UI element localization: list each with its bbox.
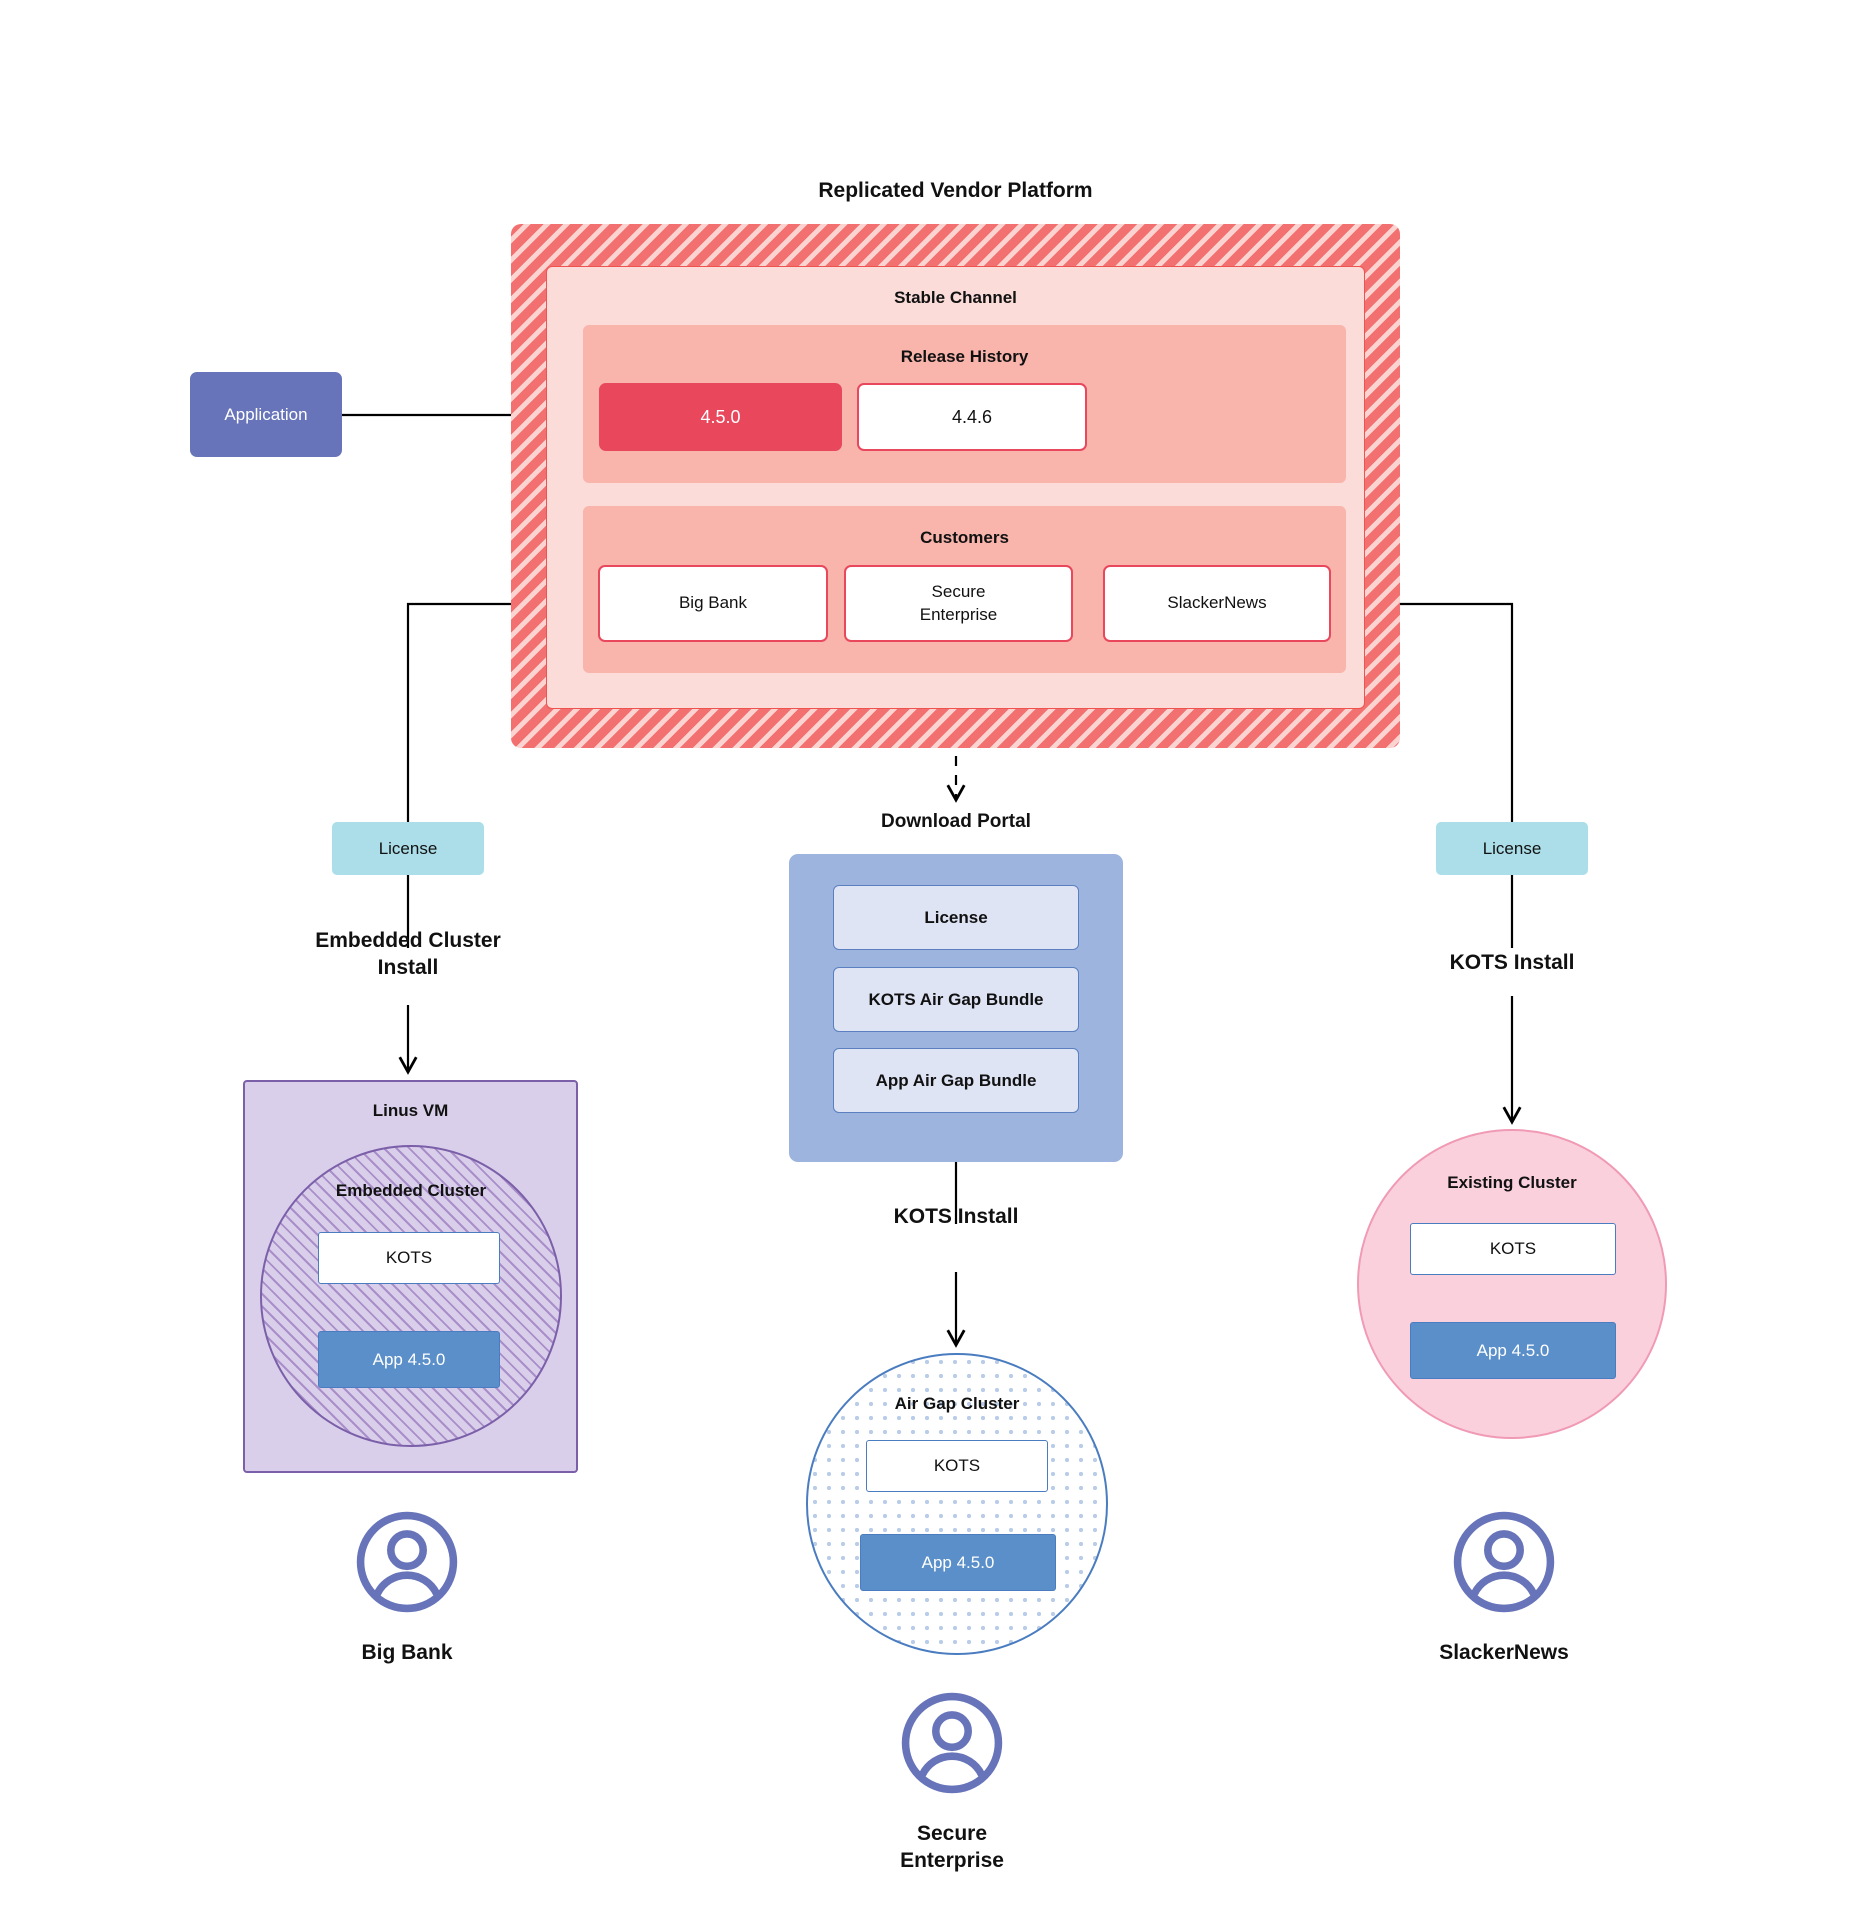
existing-cluster-circle <box>1357 1129 1667 1439</box>
application-node[interactable]: Application <box>190 372 342 457</box>
release-item-previous[interactable]: 4.4.6 <box>857 383 1087 451</box>
existing-cluster-kots-box[interactable]: KOTS <box>1410 1223 1616 1275</box>
user-avatar-icon <box>1450 1508 1558 1616</box>
existing-cluster-app-box[interactable]: App 4.5.0 <box>1410 1322 1616 1379</box>
license-chip-right[interactable]: License <box>1436 822 1588 875</box>
flow-label-kots-install-center: KOTS Install <box>893 1205 1019 1228</box>
embedded-cluster-kots-box[interactable]: KOTS <box>318 1232 500 1284</box>
portal-item-app-air-gap-bundle[interactable]: App Air Gap Bundle <box>833 1048 1079 1113</box>
flow-label-kots-install-right: KOTS Install <box>1449 951 1575 974</box>
air-gap-cluster-circle <box>806 1353 1108 1655</box>
customer-big-bank[interactable]: Big Bank <box>598 565 828 642</box>
linux-vm-label: Linus VM <box>372 1101 449 1120</box>
release-history-label: Release History <box>900 347 1029 366</box>
air-gap-cluster-app-box[interactable]: App 4.5.0 <box>860 1534 1056 1591</box>
customer-secure-enterprise[interactable]: Secure Enterprise <box>844 565 1073 642</box>
flow-label-embedded-cluster-install: Embedded Cluster Install <box>315 929 501 979</box>
customer-slackernews[interactable]: SlackerNews <box>1103 565 1331 642</box>
user-avatar-icon <box>898 1689 1006 1797</box>
persona-label-big-bank: Big Bank <box>361 1641 453 1664</box>
license-chip-left[interactable]: License <box>332 822 484 875</box>
embedded-cluster-label: Embedded Cluster <box>335 1181 487 1200</box>
user-avatar-icon <box>353 1508 461 1616</box>
portal-item-license[interactable]: License <box>833 885 1079 950</box>
persona-label-secure-enterprise: Secure Enterprise <box>900 1822 1004 1872</box>
embedded-cluster-circle <box>260 1145 562 1447</box>
download-portal-title: Download Portal <box>881 811 1031 832</box>
embedded-cluster-app-box[interactable]: App 4.5.0 <box>318 1331 500 1388</box>
air-gap-cluster-kots-box[interactable]: KOTS <box>866 1440 1048 1492</box>
portal-item-kots-air-gap-bundle[interactable]: KOTS Air Gap Bundle <box>833 967 1079 1032</box>
existing-cluster-label: Existing Cluster <box>1447 1173 1577 1192</box>
persona-label-slackernews: SlackerNews <box>1439 1641 1569 1664</box>
air-gap-cluster-label: Air Gap Cluster <box>894 1394 1020 1413</box>
release-item-current[interactable]: 4.5.0 <box>599 383 842 451</box>
stable-channel-label: Stable Channel <box>894 288 1017 307</box>
customers-label: Customers <box>920 528 1009 547</box>
platform-title: Replicated Vendor Platform <box>818 179 1093 202</box>
